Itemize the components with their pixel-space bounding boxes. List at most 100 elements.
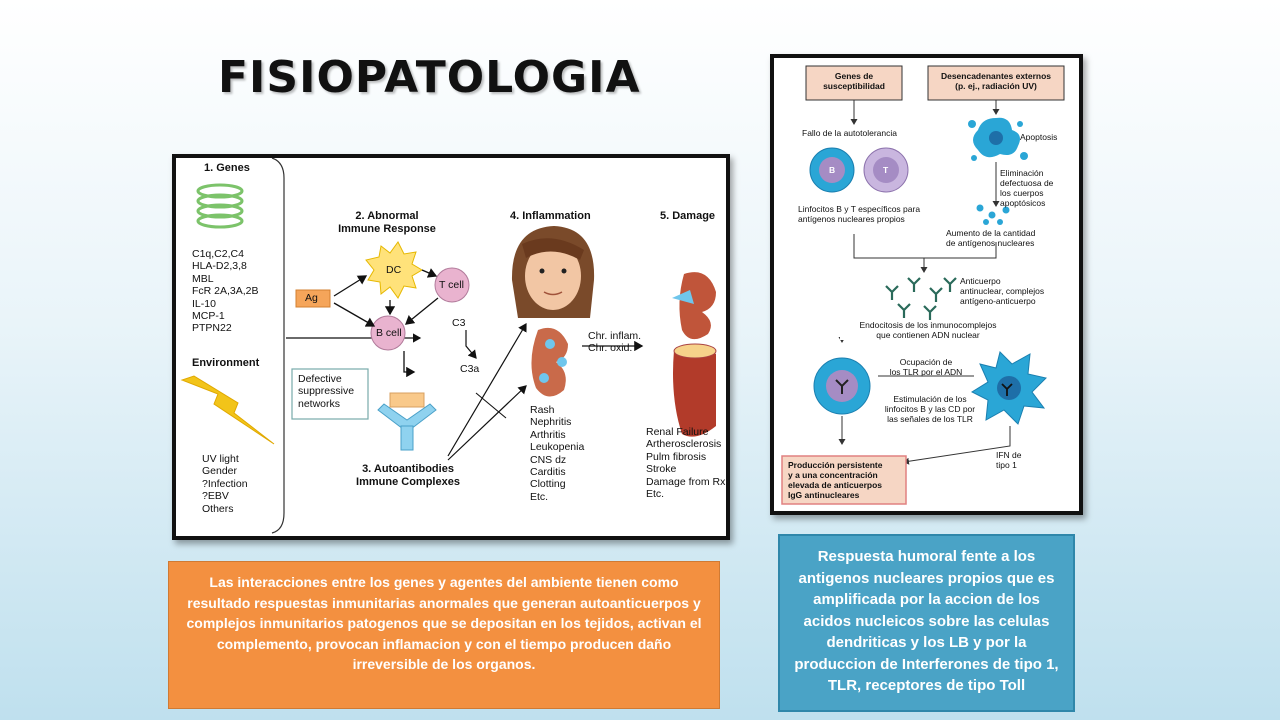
t-cell-icon bbox=[434, 267, 470, 303]
genes-bracket bbox=[271, 158, 285, 534]
artery-icon bbox=[673, 343, 717, 437]
eliminacion-line: apoptósicos bbox=[1000, 198, 1046, 208]
genes-box-line: Genes de bbox=[834, 71, 874, 81]
right-diagram-graphics bbox=[781, 65, 1065, 505]
triggers-box bbox=[927, 65, 1065, 101]
defective-line: Defective bbox=[298, 373, 342, 385]
defective-networks-box bbox=[291, 368, 369, 420]
genes-heading: 1. Genes bbox=[204, 162, 250, 174]
genes-box bbox=[805, 65, 903, 101]
linfocitos-label: Linfocitos B y T específicos para antíge… bbox=[798, 204, 920, 224]
b-cell-letter: B bbox=[829, 165, 836, 175]
inflammation-item: Rash bbox=[530, 404, 555, 416]
b-cell-icon bbox=[370, 315, 406, 351]
eliminacion-line: defectuosa de bbox=[1000, 178, 1054, 188]
anticuerpo-line: Anticuerpo bbox=[960, 276, 1001, 286]
nuclear-fragments-icon bbox=[976, 204, 1010, 225]
endocitosis-line: Endocitosis de los inmunocomplejos bbox=[859, 320, 997, 330]
dendritic-cell-icon bbox=[365, 241, 423, 299]
damage-item: Etc. bbox=[646, 488, 665, 501]
gene-item: FcR 2A,3A,2B bbox=[192, 285, 259, 298]
autoantibodies-line2: Immune Complexes bbox=[356, 476, 460, 488]
produccion-line: Producción persistente bbox=[788, 460, 883, 470]
inflammation-item: Nephritis bbox=[530, 416, 572, 429]
inflammation-item: Arthritis bbox=[530, 428, 566, 441]
eliminacion-line: Eliminación bbox=[1000, 168, 1044, 178]
gene-item: C1q,C2,C4 bbox=[192, 248, 244, 260]
diagram-graphics bbox=[180, 158, 717, 534]
page-title: FISIOPATOLOGIA bbox=[218, 52, 641, 103]
antigen-label: Ag bbox=[305, 292, 318, 304]
triggers-box-line: Desencadenantes externos bbox=[940, 71, 1052, 81]
triggers-label: Desencadenantes externos (p. ej., radiac… bbox=[928, 71, 1064, 91]
produccion-line: IgG antinucleares bbox=[788, 490, 860, 500]
lightning-icon bbox=[180, 375, 275, 445]
inflammation-list: Rash Nephritis Arthritis Leukopenia CNS … bbox=[530, 404, 584, 503]
dc-label: DC bbox=[386, 264, 402, 276]
damage-heading: 5. Damage bbox=[660, 210, 716, 222]
b-cell-label: B cell bbox=[376, 327, 402, 339]
triggers-box-line: (p. ej., radiación UV) bbox=[955, 81, 1037, 91]
abnormal-response-line1: 2. Abnormal bbox=[355, 210, 419, 222]
aumento-label: Aumento de la cantidad de antígenos nucl… bbox=[946, 228, 1035, 248]
genes-list: C1q,C2,C4 HLA-D2,3,8 MBL FcR 2A,3A,2B IL… bbox=[192, 248, 259, 335]
estimulacion-line: Estimulación de los bbox=[893, 394, 967, 404]
gene-item: PTPN22 bbox=[192, 322, 232, 335]
gene-item: MCP-1 bbox=[192, 310, 225, 323]
humoral-response-diagram: Genes de susceptibilidad Desencadenantes… bbox=[770, 54, 1083, 515]
environment-item: Gender bbox=[202, 465, 238, 478]
ifn-line: IFN de bbox=[996, 450, 1022, 460]
damage-item: Renal Failure bbox=[646, 426, 709, 438]
genes-susceptibilidad-label: Genes de susceptibilidad bbox=[806, 71, 902, 91]
gene-item: HLA-D2,3,8 bbox=[192, 260, 247, 273]
eliminacion-label: Eliminación defectuosa de los cuerpos ap… bbox=[1000, 168, 1053, 208]
abnormal-response-heading: 2. Abnormal Immune Response bbox=[322, 210, 452, 236]
autoantibodies-heading: 3. Autoantibodies Immune Complexes bbox=[344, 463, 472, 489]
ocupacion-label: Ocupación de los TLR por el ADN bbox=[878, 357, 974, 377]
aumento-line: Aumento de la cantidad bbox=[946, 228, 1036, 238]
environment-item: Others bbox=[202, 502, 234, 515]
damage-item: Pulm fibrosis bbox=[646, 450, 707, 463]
ocupacion-line: los TLR por el ADN bbox=[889, 367, 963, 377]
antigen-box bbox=[295, 289, 331, 308]
damaged-kidney-icon bbox=[672, 272, 716, 340]
inflammation-heading: 4. Inflammation bbox=[510, 210, 591, 222]
t-cell-label: T cell bbox=[439, 279, 464, 291]
ocupacion-line: Ocupación de bbox=[899, 357, 953, 367]
damage-list: Renal Failure Artherosclerosis Pulm fibr… bbox=[646, 426, 725, 500]
chronic-oxidation-label: Chr. oxid. bbox=[588, 342, 633, 355]
abnormal-response-line2: Immune Response bbox=[338, 223, 436, 235]
defective-line: networks bbox=[298, 397, 341, 410]
produccion-label: Producción persistente y a una concentra… bbox=[788, 460, 882, 500]
damage-item: Stroke bbox=[646, 463, 677, 476]
produccion-line: elevada de anticuerpos bbox=[788, 480, 883, 490]
estimulacion-line: linfocitos B y las CD por bbox=[884, 404, 976, 414]
t-lymphocyte-icon bbox=[863, 147, 909, 193]
dna-coil-icon bbox=[196, 183, 244, 229]
defective-networks-label: Defective suppressive networks bbox=[298, 373, 354, 410]
right-caption-box: Respuesta humoral fente a los antigenos … bbox=[778, 534, 1075, 712]
environment-heading: Environment bbox=[192, 357, 260, 369]
apoptotic-cell-icon bbox=[968, 117, 1028, 161]
linfocitos-line: antígenos nucleares propios bbox=[798, 214, 905, 224]
genes-box-line: susceptibilidad bbox=[823, 81, 885, 91]
environment-item: ?Infection bbox=[202, 477, 248, 490]
estimulacion-line: las señales de los TLR bbox=[887, 414, 973, 424]
damage-item: Damage from Rx bbox=[646, 475, 726, 488]
inflammation-item: Leukopenia bbox=[530, 441, 585, 454]
b-cell-tlr-icon bbox=[813, 357, 871, 415]
anticuerpo-line: antígeno-anticuerpo bbox=[960, 296, 1036, 306]
gene-item: MBL bbox=[192, 272, 214, 285]
defective-line: suppressive bbox=[298, 385, 355, 398]
environment-item: ?EBV bbox=[202, 490, 229, 503]
c3-label: C3 bbox=[452, 317, 466, 329]
inflammation-item: CNS dz bbox=[530, 453, 567, 466]
antinuclear-antibodies-icon bbox=[885, 277, 957, 320]
anticuerpo-label: Anticuerpo antinuclear, complejos antíge… bbox=[960, 276, 1044, 306]
aumento-line: de antígenos nucleares bbox=[946, 238, 1035, 248]
endocitosis-line: que contienen ADN nuclear bbox=[876, 330, 980, 340]
fallo-label: Fallo de la autotolerancia bbox=[802, 128, 897, 138]
produccion-box bbox=[781, 455, 907, 505]
environment-item: UV light bbox=[202, 453, 239, 465]
b-lymphocyte-icon bbox=[809, 147, 855, 193]
